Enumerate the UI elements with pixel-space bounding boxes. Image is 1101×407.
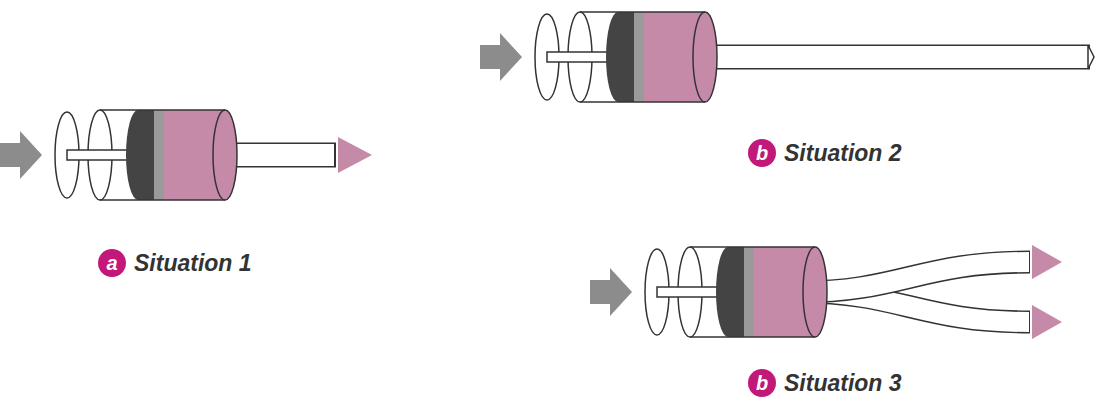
situation-label: Situation 2	[784, 139, 902, 167]
situation-label: Situation 3	[784, 369, 902, 397]
situation-letter: b	[748, 369, 776, 397]
situation-label: Situation 1	[134, 249, 252, 277]
situation-letter: a	[98, 249, 126, 277]
situation-letter: b	[748, 139, 776, 167]
